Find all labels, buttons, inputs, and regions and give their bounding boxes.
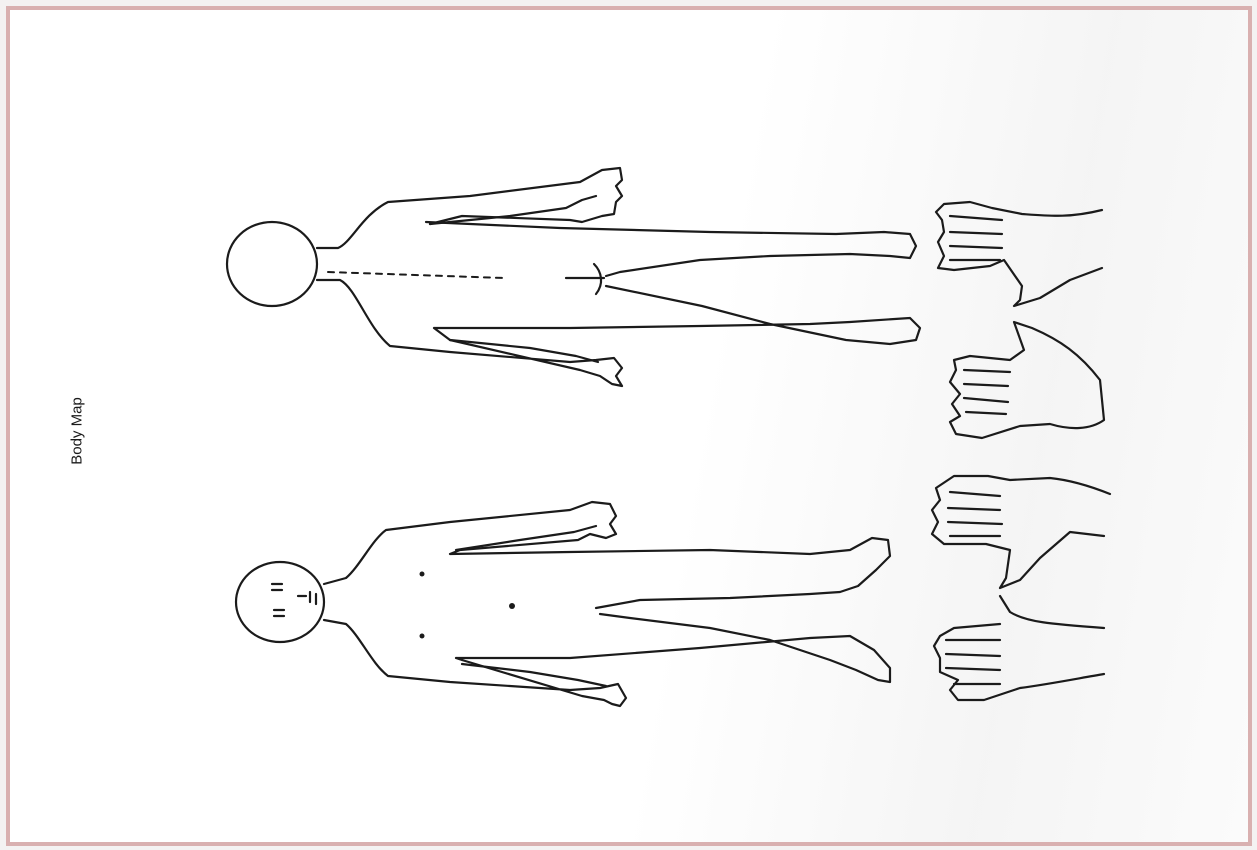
front-view-figure (236, 502, 890, 706)
back-view-figure (227, 168, 920, 386)
hand-back-right (934, 596, 1104, 700)
front-chest-mark-2 (420, 634, 425, 639)
front-lower-outline (324, 614, 890, 706)
body-map-diagram (10, 10, 1248, 842)
front-upper-arm-inner (456, 526, 596, 550)
hand-palm-right (932, 476, 1110, 588)
front-face-features (272, 584, 316, 616)
front-navel-mark (509, 603, 515, 609)
front-upper-outline (324, 502, 890, 608)
hand-palm-left (950, 322, 1104, 438)
back-upper-outline (317, 168, 916, 276)
back-buttock-mark (566, 264, 604, 294)
back-spine-line (328, 272, 504, 278)
body-map-form: Body Map (6, 6, 1252, 846)
hand-back-left (936, 202, 1102, 306)
back-head (227, 222, 317, 306)
back-lower-outline (317, 280, 920, 386)
front-chest-mark-1 (420, 572, 425, 577)
